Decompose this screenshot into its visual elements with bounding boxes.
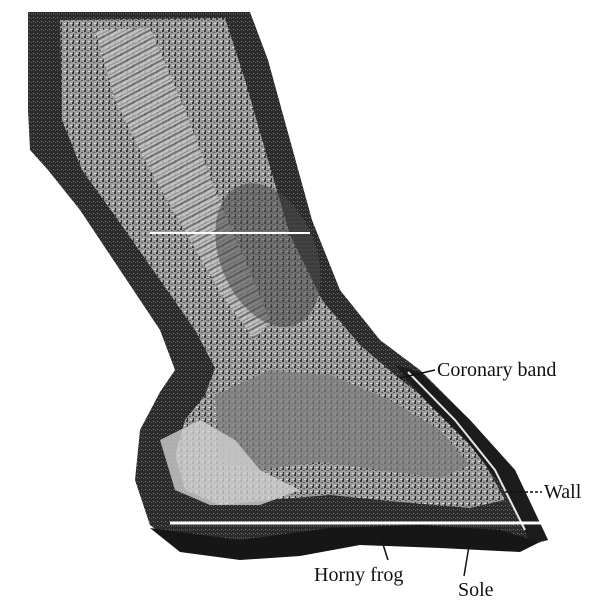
- wall-label: Wall: [544, 482, 581, 502]
- sole-label: Sole: [458, 580, 494, 600]
- horny-frog-label: Horny frog: [314, 565, 403, 585]
- coronary-band-label: Coronary band: [437, 360, 556, 380]
